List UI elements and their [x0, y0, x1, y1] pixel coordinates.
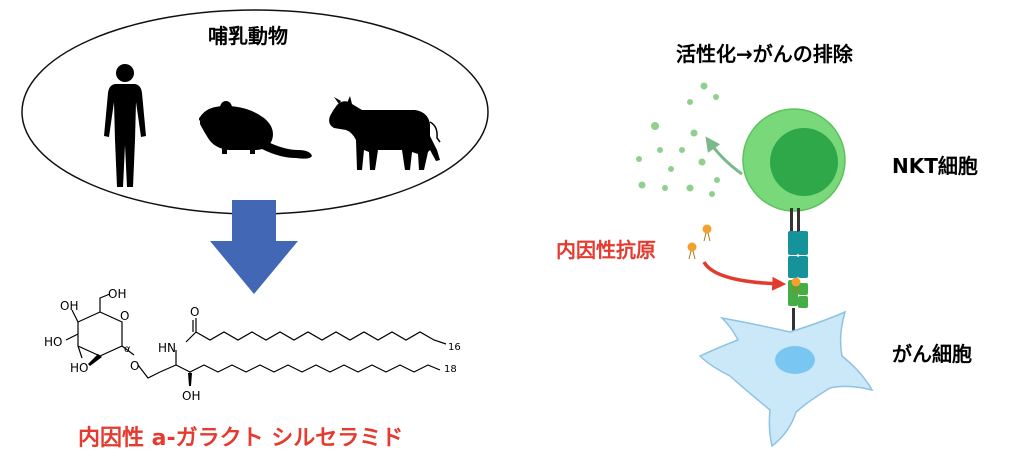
chain1-count: 16 [448, 342, 461, 353]
endogenous-antigen-label: 内因性抗原 [556, 238, 656, 262]
cancer-cell [698, 310, 874, 448]
release-arrow [705, 136, 743, 176]
nkt-cell-label: NKT細胞 [892, 154, 978, 178]
atom-ring-o: O [120, 309, 129, 323]
cytokine-dots [636, 82, 720, 197]
compound-name: 内因性 a-ガラクト シルセラミド [78, 426, 404, 451]
stereo-wedge-ring [88, 354, 102, 366]
atom-nh: HN [158, 341, 176, 355]
human-silhouette-icon [104, 64, 146, 187]
stereo-wedge [188, 373, 192, 386]
cancer-cell-nucleus [775, 346, 815, 374]
presentation-arrow [702, 261, 787, 291]
atom-carbonyl-o: O [190, 305, 199, 319]
cancer-cell-label: がん細胞 [892, 342, 972, 366]
atom-glyco-o: O [130, 359, 139, 373]
atom-oh-1: OH [60, 299, 78, 313]
atom-oh-2: OH [108, 287, 126, 301]
down-arrow [210, 200, 298, 294]
chemical-structure [65, 293, 447, 385]
alpha-label: α [124, 344, 131, 355]
bound-antigen [791, 277, 801, 294]
nkt-cell-nucleus [770, 128, 838, 196]
atom-ho-1: HO [44, 335, 62, 349]
mouse-silhouette-icon [199, 101, 312, 159]
cow-silhouette-icon [329, 96, 441, 170]
mammals-title: 哺乳動物 [208, 24, 288, 48]
chain2-count: 18 [444, 364, 457, 375]
free-antigen [687, 224, 712, 260]
atom-oh-bottom: OH [182, 389, 200, 403]
result-title: 活性化→がんの排除 [676, 42, 853, 66]
atom-ho-2: HO [70, 361, 88, 375]
tcr-receptor [788, 208, 808, 278]
